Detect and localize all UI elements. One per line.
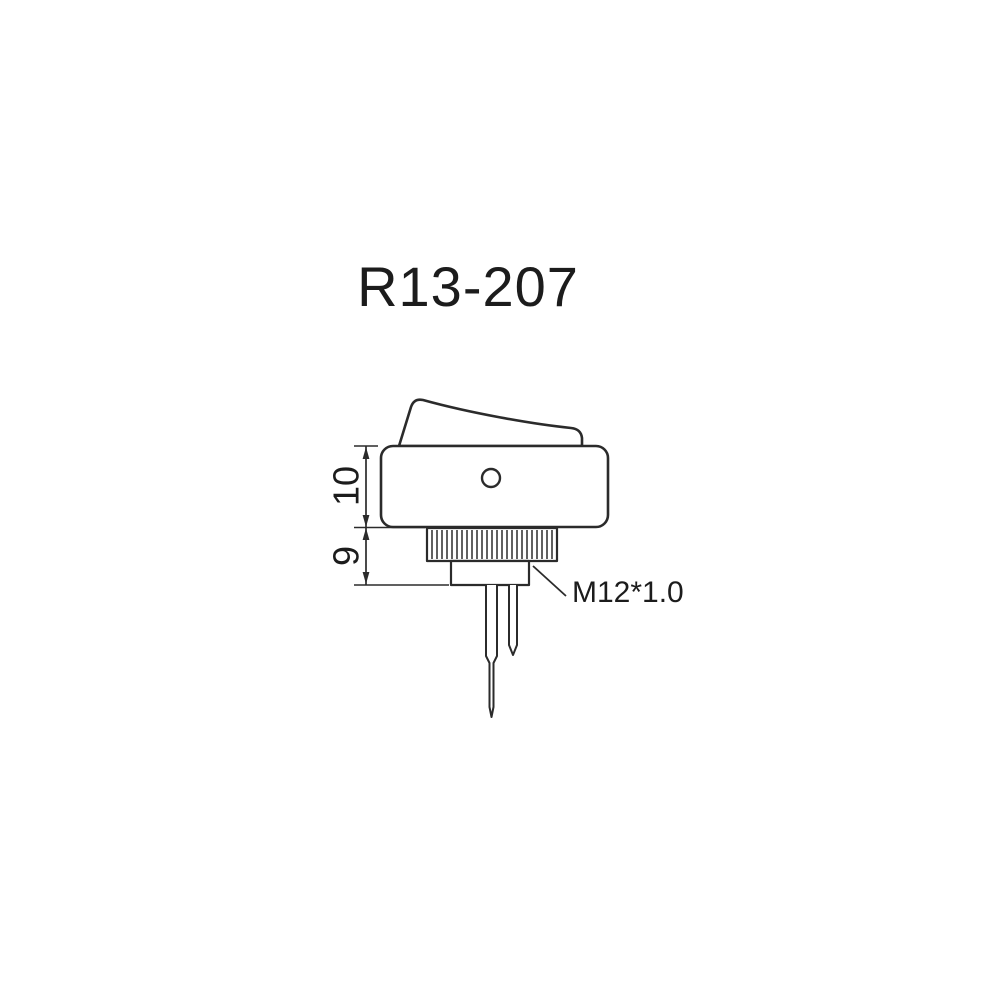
drawing-group bbox=[354, 398, 610, 718]
dimension-label-body-height: 10 bbox=[326, 466, 367, 506]
terminal-pin-long bbox=[485, 584, 498, 718]
dimension-arrowhead-up-top bbox=[362, 447, 370, 459]
terminal-pin-short bbox=[508, 584, 518, 656]
thread-spec-leader-line bbox=[532, 565, 567, 597]
dimension-arrowhead-down-bottom bbox=[362, 572, 370, 584]
rocker-actuator bbox=[397, 398, 584, 448]
nut-knurl-lines bbox=[431, 530, 553, 559]
thread-spec-label: M12*1.0 bbox=[572, 576, 684, 609]
dimension-arrowhead-down-middle bbox=[362, 515, 370, 527]
threaded-stem bbox=[449, 559, 531, 587]
body-center-dot bbox=[480, 467, 502, 489]
dimension-label-collar-height: 9 bbox=[326, 546, 367, 566]
page-title: R13-207 bbox=[357, 255, 579, 318]
dimension-arrowhead-up-middle bbox=[362, 528, 370, 540]
